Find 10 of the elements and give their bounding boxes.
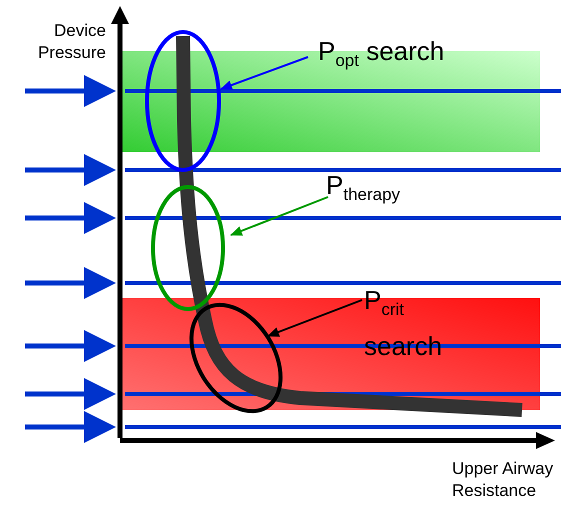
- range-label: P$_{opt}$ search: [318, 36, 444, 76]
- leader-arrow: [230, 196, 328, 236]
- leader-arrow: [220, 56, 308, 90]
- axis-label: Device Pressure: [36, 20, 106, 64]
- search-ellipse: [188, 302, 284, 414]
- search-ellipse: [145, 30, 221, 172]
- range-label: P$_{therapy}$: [326, 170, 400, 210]
- axis-label: Upper Airway Resistance: [452, 458, 554, 502]
- search-ellipse: [151, 185, 225, 312]
- leader-arrow: [267, 299, 362, 337]
